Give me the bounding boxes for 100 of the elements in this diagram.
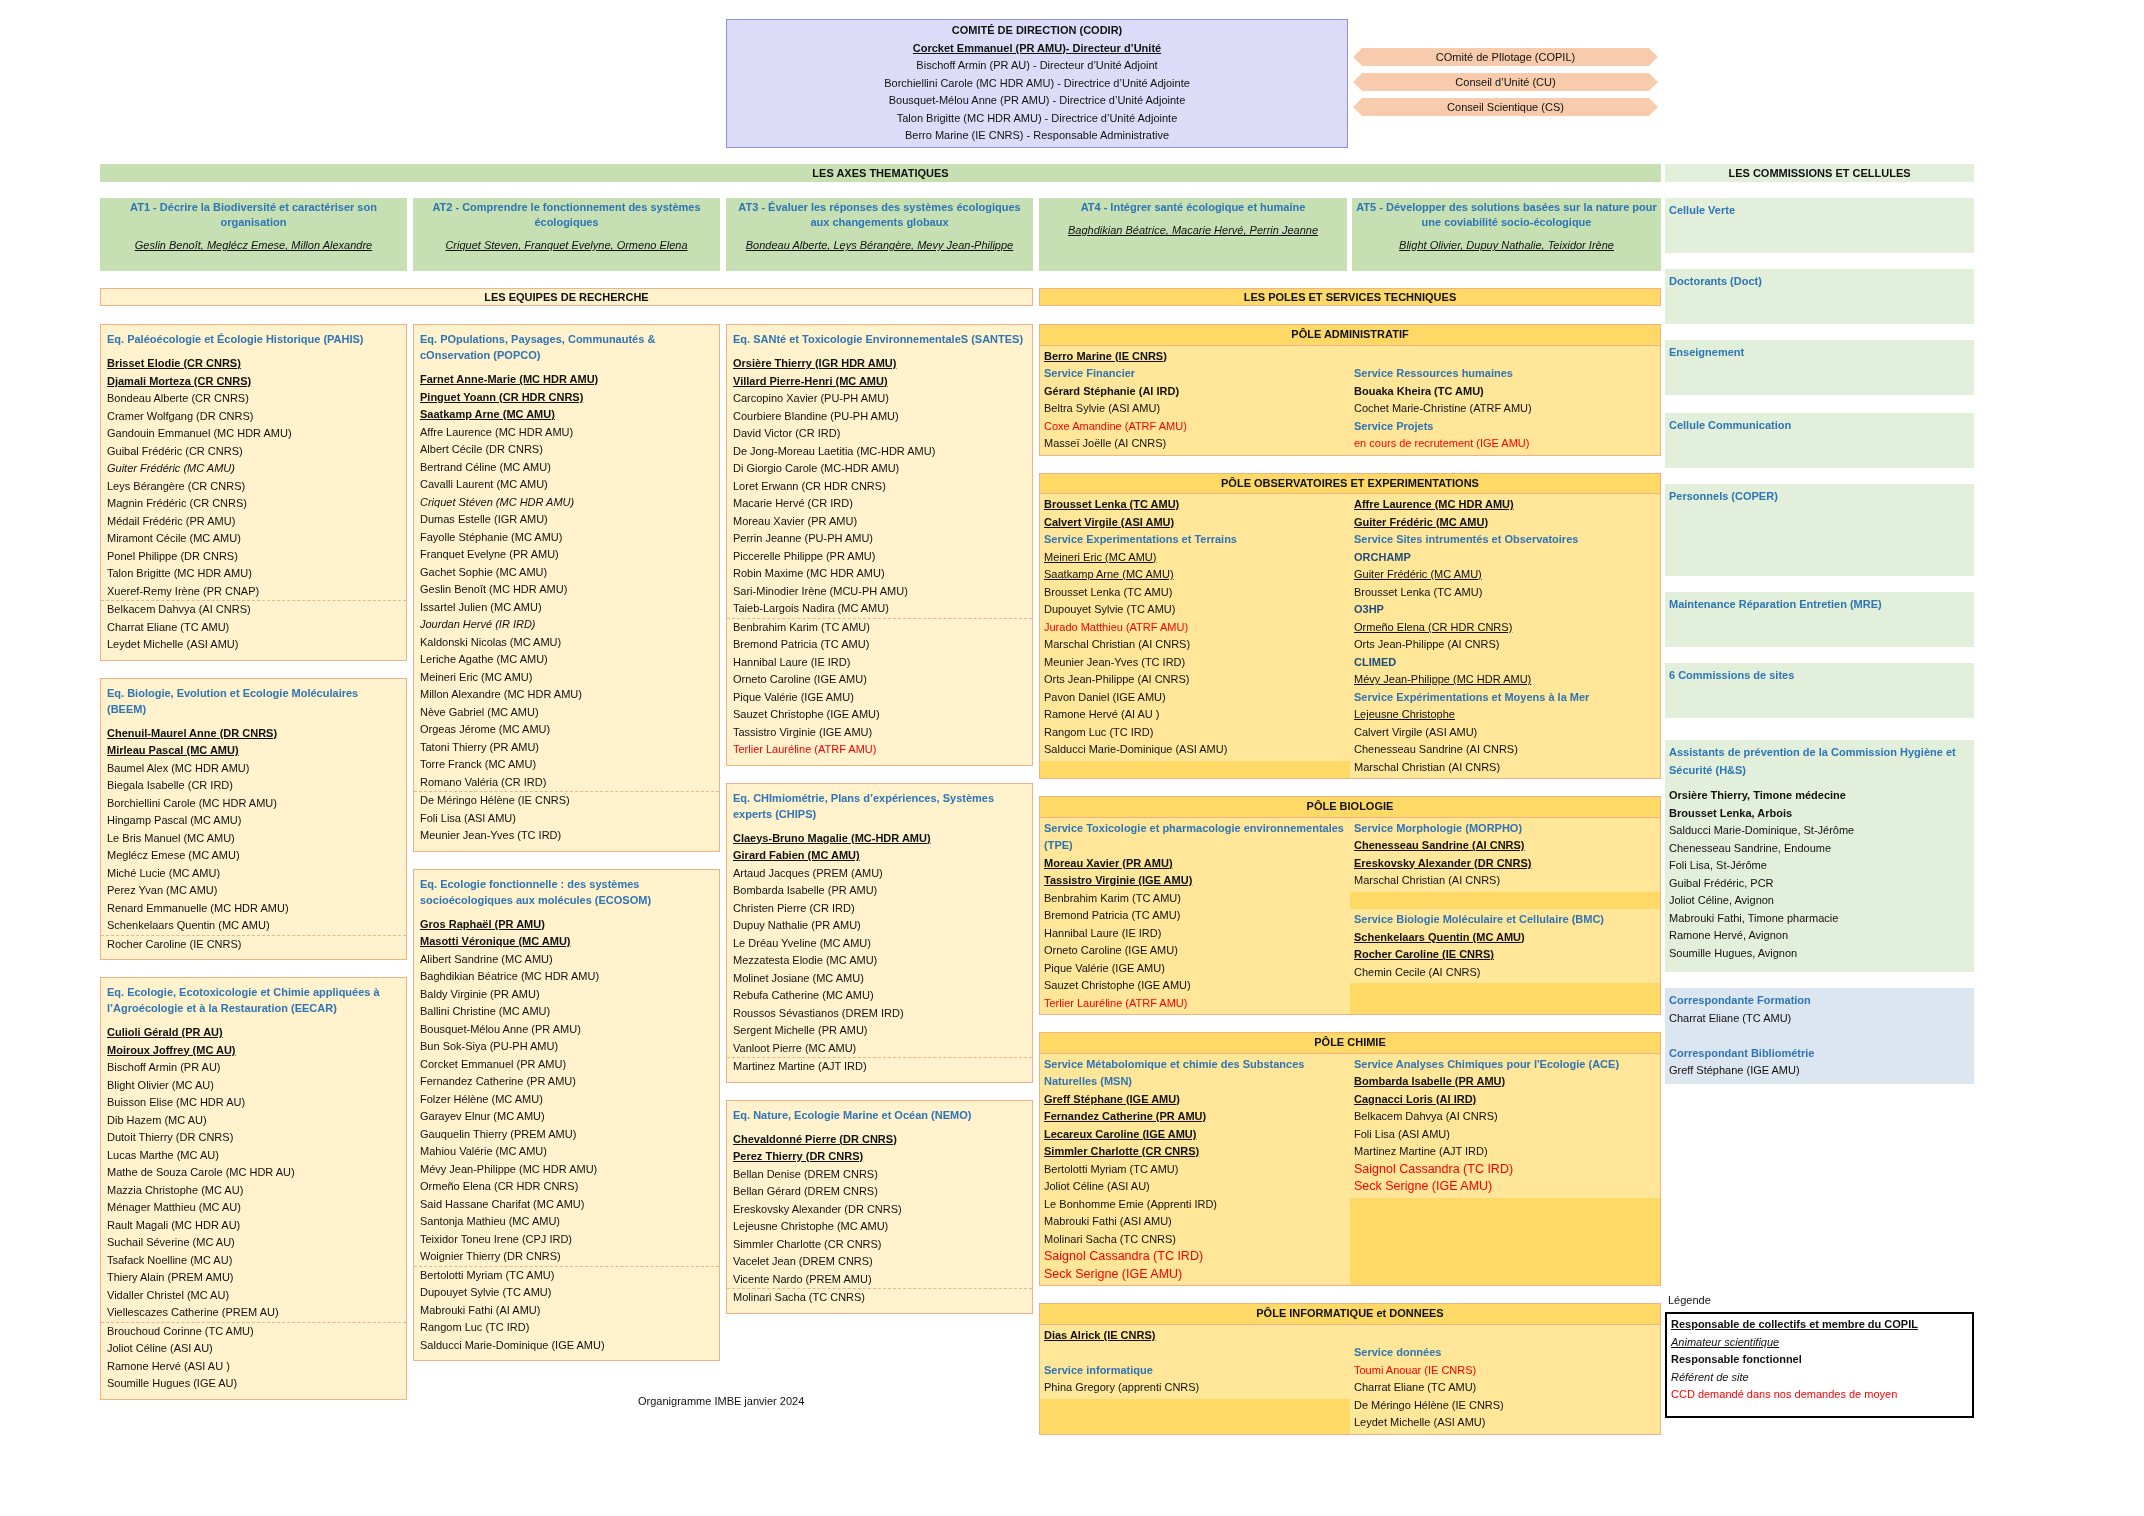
member-name: Corcket Emmanuel (PR AMU) xyxy=(420,1056,567,1072)
member-name: Dupouyet Sylvie (TC AMU) xyxy=(1044,602,1176,617)
member-name: Mabrouki Fathi (AI AMU) xyxy=(420,1302,541,1318)
member-name: Kaldonski Nicolas (MC AMU) xyxy=(420,634,562,650)
department-title: PÔLE CHIMIE xyxy=(1314,1035,1386,1050)
member-name: Miché Lucie (MC AMU) xyxy=(107,865,221,881)
member-name: Folzer Hélène (MC AMU) xyxy=(420,1091,543,1107)
member-name: Vanloot Pierre (MC AMU) xyxy=(733,1040,857,1056)
box-heading: Service informatique xyxy=(1044,1362,1153,1378)
member-name: Teixidor Toneu Irene (CPJ IRD) xyxy=(420,1231,573,1247)
member-name: Artaud Jacques (PREM (AMU) xyxy=(733,865,883,881)
member-name: Ballini Christine (MC AMU) xyxy=(420,1004,551,1019)
member-name: Bertolotti Myriam (TC AMU) xyxy=(1044,1161,1179,1177)
member-name: Bondeau Alberte, Leys Bérangère, Mevy Jean-Philippe xyxy=(745,238,1014,253)
member-name: Berro Marine (IE CNRS) xyxy=(1044,348,1167,364)
member-name: Issartel Julien (MC AMU) xyxy=(420,599,542,615)
member-name: Orgeas Jérome (MC AMU) xyxy=(420,722,551,737)
box-heading: Eq. Ecologie, Ecotoxicologie et Chimie appliquées à l’Agroécologie et à la Restauration (EECAR) xyxy=(107,985,381,1016)
member-name: Carcopino Xavier (PU-PH AMU) xyxy=(733,391,889,406)
member-name: Fayolle Stéphanie (MC AMU) xyxy=(420,529,563,545)
member-name: De Méringo Hélène (IE CNRS) xyxy=(420,793,570,808)
member-name: Bondeau Alberte (CR CNRS) xyxy=(107,391,249,406)
member-name: Bischoff Armin (PR AU) - Directeur d’Unité Adjoint xyxy=(916,58,1158,73)
department-box xyxy=(1039,796,1661,1015)
member-name: Ramone Hervé, Avignon xyxy=(1669,928,1789,943)
member-name: Gachet Sophie (MC AMU) xyxy=(420,564,548,580)
member-name: Dias Alrick (IE CNRS) xyxy=(1044,1327,1156,1343)
member-name: Orsière Thierry (IGR HDR AMU) xyxy=(733,356,897,371)
team-box xyxy=(413,868,720,1361)
member-name: Orneto Caroline (IGE AMU) xyxy=(733,672,867,687)
member-name: Ereskovsky Alexander (DR CNRS) xyxy=(1354,855,1532,871)
team-box xyxy=(100,677,407,960)
member-name: Saatkamp Arne (MC AMU) xyxy=(1044,567,1174,582)
member-name: Masotti Véronique (MC AMU) xyxy=(420,934,571,949)
site-name: CLIMED xyxy=(1354,654,1397,670)
member-name: Farnet Anne-Marie (MC HDR AMU) xyxy=(420,372,599,387)
member-name: Terlier Lauréline (ATRF AMU) xyxy=(1044,995,1188,1011)
unit-box xyxy=(1665,663,1974,718)
member-name: Leys Bérangère (CR CNRS) xyxy=(107,478,246,494)
member-name: Ereskovsky Alexander (DR CNRS) xyxy=(733,1201,902,1217)
member-name: Salducci Marie-Dominique (IGE AMU) xyxy=(420,1337,605,1353)
member-name: Médail Frédéric (PR AMU) xyxy=(107,513,236,529)
box-heading: Service données xyxy=(1354,1345,1442,1360)
member-name: Biegala Isabelle (CR IRD) xyxy=(107,778,233,793)
member-name: Mirleau Pascal (MC AMU) xyxy=(107,743,239,758)
member-name: Molinari Sacha (TC CNRS) xyxy=(1044,1231,1177,1247)
member-name: Bun Sok-Siya (PU-PH AMU) xyxy=(420,1039,559,1054)
unit-box xyxy=(1665,413,1974,468)
member-name: Berro Marine (IE CNRS) - Responsable Administrative xyxy=(904,128,1170,143)
member-name: Baghdikian Béatrice, Macarie Hervé, Perrin Jeanne xyxy=(1067,223,1319,238)
member-name: Garayev Elnur (MC AMU) xyxy=(420,1109,545,1124)
box-heading: Eq. CHImiométrie, Plans d’expériences, Systèmes experts (CHIPS) xyxy=(733,790,996,822)
member-name: Nève Gabriel (MC AMU) xyxy=(420,704,539,720)
member-name: Brousset Lenka (TC AMU) xyxy=(1354,584,1483,600)
member-name: Chenuil-Maurel Anne (DR CNRS) xyxy=(107,725,278,741)
member-name: Dib Hazem (MC AU) xyxy=(107,1112,207,1128)
member-name: Bremond Patricia (TC AMU) xyxy=(733,637,870,652)
member-name: Marschal Christian (AI CNRS) xyxy=(1044,637,1191,652)
member-name: Marschal Christian (AI CNRS) xyxy=(1354,873,1501,888)
member-name: Guiter Frédéric (MC AMU) xyxy=(107,461,235,476)
team-box xyxy=(100,324,407,661)
unit-box xyxy=(1665,340,1974,395)
member-name: Orts Jean-Philippe (AI CNRS) xyxy=(1354,637,1500,652)
member-name: Vidaller Christel (MC AU) xyxy=(107,1287,230,1303)
team-box xyxy=(726,324,1033,766)
member-name: Affre Laurence (MC HDR AMU) xyxy=(1354,497,1514,512)
member-name: Mahiou Valérie (MC AMU) xyxy=(420,1144,547,1159)
member-name: Blight Olivier (MC AU) xyxy=(107,1077,214,1093)
member-name: Dupouyet Sylvie (TC AMU) xyxy=(420,1285,552,1300)
member-name: Leriche Agathe (MC AMU) xyxy=(420,652,548,667)
member-name: Gros Raphaël (PR AMU) xyxy=(420,916,545,932)
member-name: Sauzet Christophe (IGE AMU) xyxy=(733,707,880,722)
member-name: Affre Laurence (MC HDR AMU) xyxy=(420,424,574,440)
member-name: Chenesseau Sandrine (AI CNRS) xyxy=(1354,742,1518,757)
member-name: Meineri Eric (MC AMU) xyxy=(1044,549,1157,565)
box-heading: Personnels (COPER) xyxy=(1669,489,1778,504)
member-name: Brousset Lenka (TC AMU) xyxy=(1044,584,1173,600)
member-name: Lucas Marthe (MC AU) xyxy=(107,1147,219,1163)
member-name: Joliot Céline, Avignon xyxy=(1669,893,1774,908)
banner-text: Conseil Scientique (CS) xyxy=(1447,100,1564,115)
member-name: Rangom Luc (TC IRD) xyxy=(1044,724,1154,740)
member-name: Criquet Stéven (MC HDR AMU) xyxy=(420,494,575,510)
member-name: Rangom Luc (TC IRD) xyxy=(420,1320,530,1335)
site-name: ORCHAMP xyxy=(1354,549,1411,565)
member-name: Woignier Thierry (DR CNRS) xyxy=(420,1249,561,1264)
member-name: Taieb-Largois Nadira (MC AMU) xyxy=(733,601,889,616)
box-heading: Service Toxicologie et pharmacologie environnementales (TPE) xyxy=(1044,820,1345,853)
box-heading: Eq. SANté et Toxicologie EnvironnementaleS (SANTES) xyxy=(733,332,1024,347)
member-name: Dupuy Nathalie (PR AMU) xyxy=(733,918,861,933)
member-name: Leydet Michelle (ASI AMU) xyxy=(1354,1415,1486,1430)
member-name: Foli Lisa (ASI AMU) xyxy=(420,810,516,826)
box-heading: Assistants de prévention de la Commission Hygiène et Sécurité (H&S) xyxy=(1669,745,1957,778)
box-heading: Service Métabolomique et chimie des Substances Naturelles (MSN) xyxy=(1044,1056,1306,1089)
box-heading: AT1 - Décrire la Biodiversité et caractériser son organisation xyxy=(129,200,378,230)
box-heading: Service Biologie Moléculaire et Cellulaire (BMC) xyxy=(1354,912,1604,927)
department-box xyxy=(1039,1303,1661,1435)
member-name: Marschal Christian (AI CNRS) xyxy=(1354,759,1501,775)
member-name: Courbiere Blandine (PU-PH AMU) xyxy=(733,408,899,424)
member-name: en cours de recrutement (IGE AMU) xyxy=(1354,436,1530,451)
member-name: Geslin Benoît, Meglécz Emese, Millon Alexandre xyxy=(134,238,373,253)
